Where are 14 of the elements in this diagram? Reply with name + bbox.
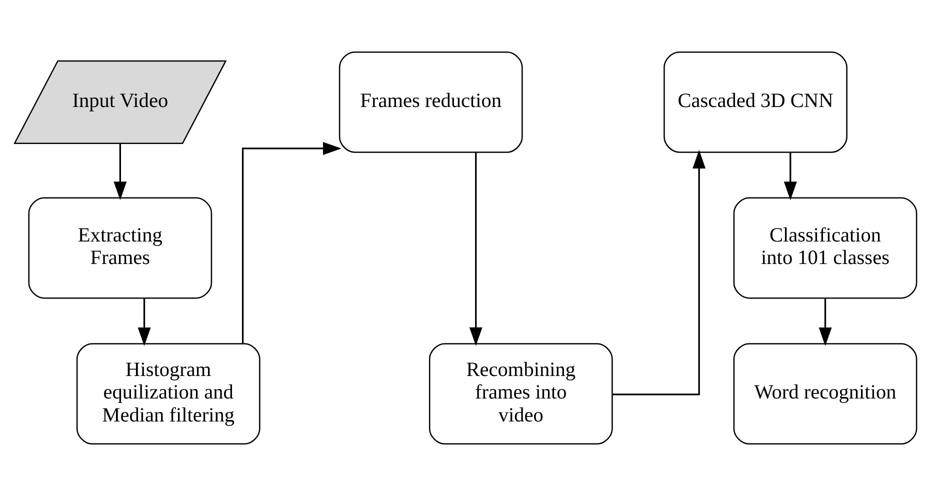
arrow bbox=[241, 141, 342, 344]
arrow bbox=[468, 152, 482, 346]
node-box: Histogram equilization and Median filtering bbox=[76, 342, 260, 444]
node-box: Cascaded 3D CNN bbox=[663, 50, 847, 152]
node-box: Extracting Frames bbox=[28, 196, 212, 298]
arrow bbox=[137, 298, 150, 346]
arrow bbox=[113, 143, 126, 200]
node-box: Frames reduction bbox=[338, 50, 522, 152]
arrow bbox=[612, 149, 706, 395]
arrow bbox=[818, 298, 832, 346]
node-box: Classification into 101 classes bbox=[732, 196, 917, 298]
arrow bbox=[783, 152, 796, 200]
node-box: Recombining frames into video bbox=[428, 342, 612, 444]
node-box: Word recognition bbox=[732, 342, 917, 444]
